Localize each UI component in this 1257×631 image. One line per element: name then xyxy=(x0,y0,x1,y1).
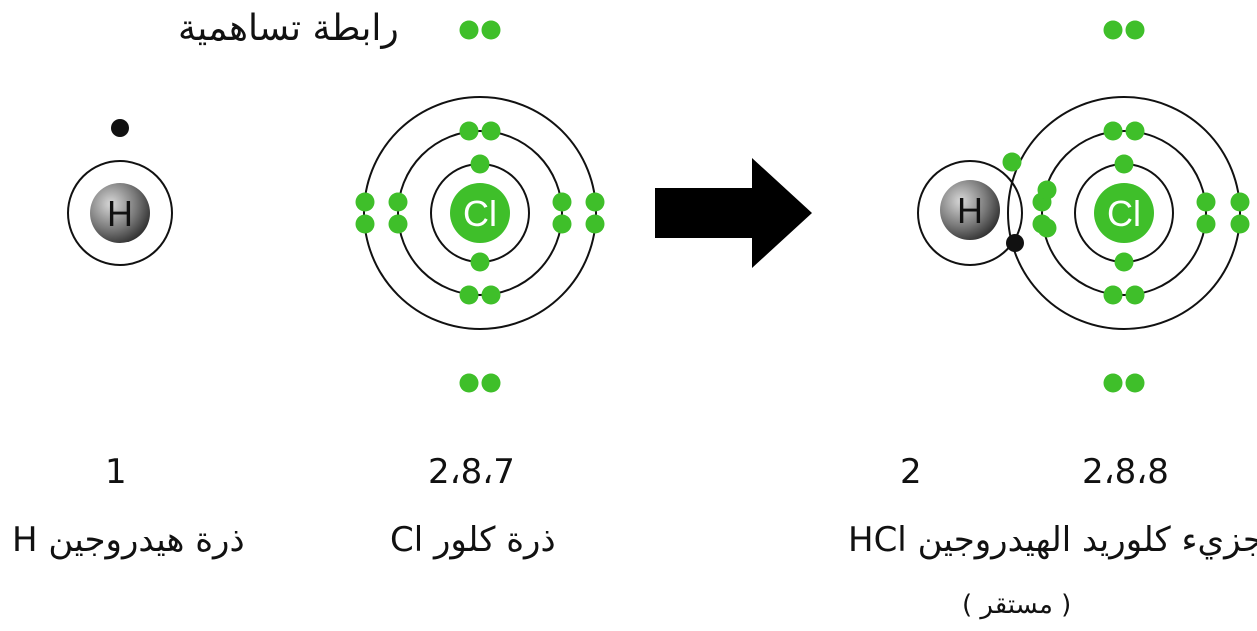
chlorine-valence-electron xyxy=(459,20,479,40)
hydrogen-electron xyxy=(111,119,129,137)
chlorine-electron xyxy=(1114,154,1134,174)
chlorine-shell-3 xyxy=(363,96,597,330)
hydrogen-atom: H xyxy=(67,119,173,266)
molecule-stable-note: ( مستقر ) xyxy=(962,590,1072,620)
chlorine-symbol: Cl xyxy=(1107,193,1141,234)
chlorine-config: 2،8،7 xyxy=(428,452,515,492)
chlorine-valence-electron xyxy=(1125,373,1145,393)
chlorine-valence-electron xyxy=(585,192,605,212)
shared-electron-hydrogen xyxy=(1006,234,1024,252)
hydrogen-name: ذرة هيدروجين H xyxy=(12,520,245,560)
chlorine-electron xyxy=(481,285,501,305)
hcl-molecule: H Cl xyxy=(917,20,1250,393)
chlorine-electron xyxy=(552,214,572,234)
hydrogen-symbol: H xyxy=(107,193,133,234)
shared-electron-chlorine xyxy=(1002,152,1022,172)
molecule-chlorine-config: 2،8،8 xyxy=(1082,452,1169,492)
hydrogen-nucleus xyxy=(90,183,150,243)
molecule-name: جزيء كلوريد الهيدروجين HCl xyxy=(848,520,1257,560)
chlorine-valence-electron xyxy=(1103,373,1123,393)
chlorine-electron xyxy=(1103,285,1123,305)
chlorine-shell-3 xyxy=(1007,96,1241,330)
covalent-bond-label: رابطة تساهمية xyxy=(178,8,399,49)
chlorine-valence-electron xyxy=(481,20,501,40)
chlorine-electron xyxy=(1114,252,1134,272)
hydrogen-config: 1 xyxy=(105,452,127,492)
chlorine-electron xyxy=(1103,121,1123,141)
chlorine-electron xyxy=(1037,218,1057,238)
chlorine-electron xyxy=(1037,180,1057,200)
chlorine-atom: Cl xyxy=(355,20,605,393)
chlorine-name: ذرة كلور Cl xyxy=(390,520,556,560)
hydrogen-orbit xyxy=(67,160,173,266)
chlorine-valence-electron xyxy=(481,373,501,393)
chlorine-electron xyxy=(459,121,479,141)
molecule-hydrogen-nucleus xyxy=(940,180,1000,240)
chlorine-electron xyxy=(1125,121,1145,141)
chlorine-shell-2 xyxy=(397,130,563,296)
chlorine-electron xyxy=(552,192,572,212)
chlorine-electron xyxy=(1196,214,1216,234)
chlorine-electron xyxy=(481,121,501,141)
chlorine-shell-2 xyxy=(1041,130,1207,296)
chlorine-valence-electron xyxy=(1125,20,1145,40)
molecule-hydrogen-config: 2 xyxy=(900,452,922,492)
chlorine-electron xyxy=(459,285,479,305)
chlorine-valence-electron xyxy=(1230,214,1250,234)
chlorine-electron xyxy=(1125,285,1145,305)
chlorine-valence-electron xyxy=(585,214,605,234)
chlorine-electron xyxy=(388,214,408,234)
chlorine-valence-electron xyxy=(355,192,375,212)
chlorine-valence-electron xyxy=(355,214,375,234)
chlorine-electron xyxy=(470,154,490,174)
chlorine-electron xyxy=(470,252,490,272)
reaction-arrow xyxy=(655,158,812,268)
chlorine-symbol: Cl xyxy=(463,193,497,234)
chlorine-valence-electron xyxy=(459,373,479,393)
chlorine-valence-electron xyxy=(1230,192,1250,212)
molecule-hydrogen-symbol: H xyxy=(957,190,983,231)
chlorine-nucleus xyxy=(450,183,510,243)
chlorine-electron xyxy=(1196,192,1216,212)
molecule-hydrogen-orbit xyxy=(917,160,1023,266)
chlorine-electron xyxy=(388,192,408,212)
chlorine-valence-electron xyxy=(1103,20,1123,40)
chlorine-nucleus xyxy=(1094,183,1154,243)
